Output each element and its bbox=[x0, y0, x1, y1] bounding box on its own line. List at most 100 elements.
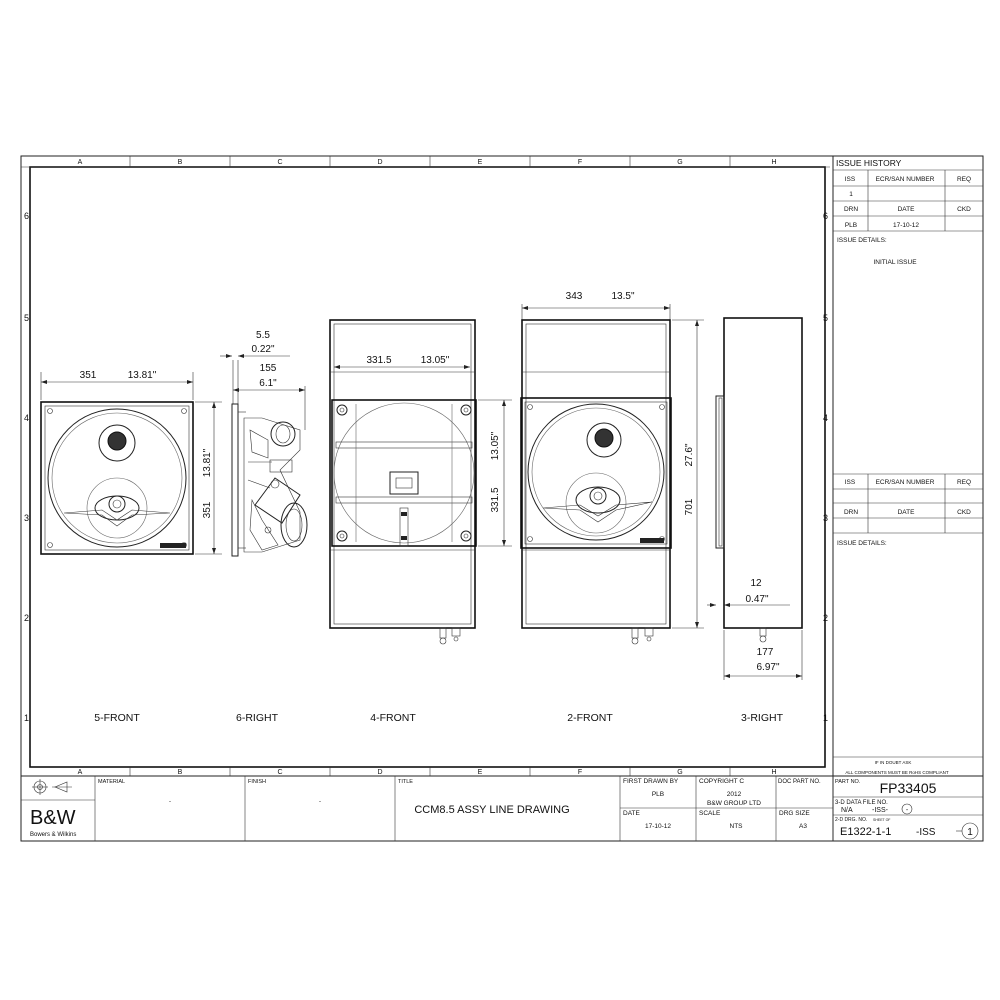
dim-flange-mm: 5.5 bbox=[256, 330, 270, 341]
col-ckd: CKD bbox=[957, 509, 971, 516]
date-value: 17-10-12 bbox=[893, 222, 919, 229]
row-label: 1 bbox=[24, 713, 29, 723]
tweeter-can bbox=[270, 421, 296, 447]
scale-value: NTS bbox=[730, 823, 744, 830]
col-label: C bbox=[277, 159, 282, 166]
data-file-iss-value: - bbox=[906, 807, 909, 814]
col-label: C bbox=[277, 769, 282, 776]
woofer-magnet bbox=[254, 477, 301, 524]
dim-height-mm: 331.5 bbox=[490, 487, 501, 512]
side-flange bbox=[231, 403, 239, 557]
dim-depth-in: 6.97" bbox=[756, 662, 779, 673]
copyright-owner: B&W GROUP LTD bbox=[707, 800, 761, 807]
row-label: 2 bbox=[24, 613, 29, 623]
row-label: 2 bbox=[823, 613, 828, 623]
col-date: DATE bbox=[898, 206, 916, 213]
row-label: 5 bbox=[823, 313, 828, 323]
title-block: B&W Bowers & Wilkins MATERIAL - FINISH -… bbox=[21, 775, 983, 841]
speaker-frame bbox=[520, 397, 672, 549]
view-6-right: 5.5 0.22" 155 6.1" bbox=[220, 330, 308, 557]
col-req: REQ bbox=[957, 479, 971, 486]
finish-value: - bbox=[319, 799, 321, 805]
back-box-side bbox=[723, 317, 803, 629]
view-2-front: 343 13.5" 27.6" 701 bbox=[520, 291, 704, 645]
view-label-5-front: 5-FRONT bbox=[94, 712, 140, 724]
row-label: 4 bbox=[24, 413, 29, 423]
dim-depth-in: 6.1" bbox=[259, 378, 277, 389]
drawing-area-border bbox=[29, 166, 826, 768]
tweeter-arm bbox=[542, 501, 653, 523]
data-file-label: 3-D DATA FILE NO. bbox=[835, 800, 888, 806]
col-label: G bbox=[677, 769, 682, 776]
view-label-6-right: 6-RIGHT bbox=[236, 712, 279, 724]
view-label-3-right: 3-RIGHT bbox=[741, 712, 784, 724]
issue-details-text: INITIAL ISSUE bbox=[873, 259, 917, 266]
copyright-label: COPYRIGHT C bbox=[699, 778, 744, 785]
view-3-right: 12 0.47" 177 6.97" bbox=[707, 317, 803, 680]
sheet-of-label: SHEET OF bbox=[873, 818, 890, 822]
drg-iss-label: -ISS bbox=[916, 827, 936, 838]
col-date: DATE bbox=[898, 509, 916, 516]
view-label-4-front: 4-FRONT bbox=[370, 712, 416, 724]
col-drn: DRN bbox=[844, 509, 858, 516]
doc-part-label: DOC PART NO. bbox=[778, 779, 821, 785]
first-drawn-value: PLB bbox=[652, 791, 664, 798]
dim-width-mm: 351 bbox=[80, 370, 97, 381]
copyright-year: 2012 bbox=[727, 791, 742, 798]
date-label: DATE bbox=[623, 810, 641, 817]
col-label: B bbox=[178, 769, 183, 776]
col-req: REQ bbox=[957, 176, 971, 183]
terminal-block bbox=[389, 471, 419, 495]
data-file-iss: -ISS- bbox=[872, 807, 889, 814]
title-label: TITLE bbox=[398, 779, 413, 785]
back-box bbox=[521, 319, 671, 629]
dim-width-mm: 343 bbox=[566, 291, 583, 302]
woofer-pivot bbox=[575, 486, 621, 514]
brand-logo: B&W bbox=[30, 807, 76, 829]
data-file-iss-circle bbox=[901, 803, 913, 815]
drawing-title: CCM8.5 ASSY LINE DRAWING bbox=[414, 804, 569, 816]
col-label: E bbox=[478, 769, 483, 776]
mounting-frame bbox=[331, 399, 477, 547]
top-column-ruler: A B C D E F G H bbox=[21, 156, 830, 168]
speaker-grille-circle bbox=[527, 403, 665, 541]
issue-details-label: ISSUE DETAILS: bbox=[837, 540, 887, 547]
brand-logo-sub: Bowers & Wilkins bbox=[30, 832, 76, 838]
side-flange bbox=[715, 395, 725, 549]
drg-iss-circle bbox=[961, 822, 979, 840]
dim-width-in: 13.81" bbox=[128, 370, 157, 381]
drn-value: PLB bbox=[845, 222, 857, 229]
tweeter bbox=[98, 424, 136, 462]
dim-height-in: 27.6" bbox=[684, 443, 695, 466]
speaker-grille-circle bbox=[47, 408, 187, 548]
dim-flange-in: 0.22" bbox=[251, 344, 274, 355]
part-no-label: PART NO. bbox=[835, 779, 861, 785]
projection-symbol-icon bbox=[32, 779, 72, 795]
col-iss: ISS bbox=[845, 479, 856, 486]
row-ruler-right: 6 5 4 3 2 1 bbox=[823, 211, 828, 723]
col-label: H bbox=[771, 769, 776, 776]
cutout-circle bbox=[333, 402, 475, 544]
drg-no-label: 2-D DRG. NO. bbox=[835, 817, 867, 823]
speaker-frame bbox=[40, 401, 194, 555]
brand-plate bbox=[160, 543, 186, 548]
dim-depth-mm: 177 bbox=[757, 647, 774, 658]
row-label: 3 bbox=[24, 513, 29, 523]
col-label: A bbox=[78, 159, 83, 166]
col-ecr: ECR/SAN NUMBER bbox=[876, 176, 935, 183]
data-file-value: N/A bbox=[841, 807, 853, 814]
back-box bbox=[329, 319, 476, 629]
col-ecr: ECR/SAN NUMBER bbox=[876, 479, 935, 486]
col-label: D bbox=[377, 159, 382, 166]
issue-history-panel: ISSUE HISTORY ISS ECR/SAN NUMBER REQ 1 D… bbox=[832, 156, 983, 841]
drg-no-value: E1322-1-1 bbox=[840, 826, 891, 838]
row-label: 6 bbox=[823, 211, 828, 221]
first-drawn-label: FIRST DRAWN BY bbox=[623, 778, 679, 785]
date-value: 17-10-12 bbox=[645, 823, 671, 830]
view-4-front: 331.5 13.05" 13.05" 331.5 bbox=[329, 319, 512, 645]
issue-history-title: ISSUE HISTORY bbox=[836, 158, 902, 168]
material-label: MATERIAL bbox=[98, 779, 125, 785]
iss-value: 1 bbox=[849, 191, 853, 198]
dim-depth-mm: 155 bbox=[260, 363, 277, 374]
